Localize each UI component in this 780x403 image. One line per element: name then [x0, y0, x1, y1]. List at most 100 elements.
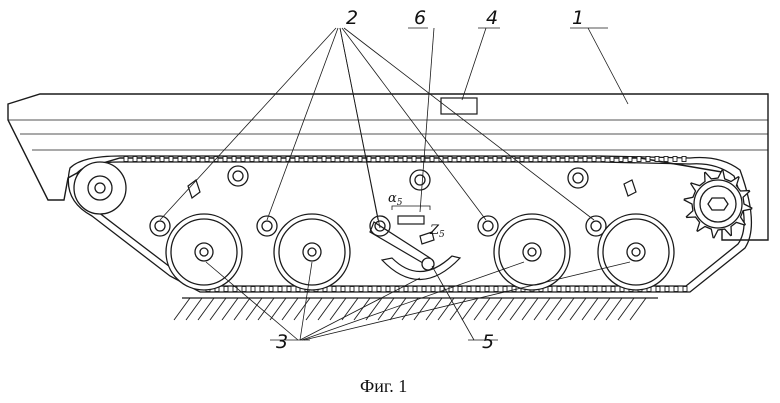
track-link	[385, 157, 389, 162]
hatch-line	[582, 298, 598, 320]
track-link	[592, 157, 596, 162]
track-link	[376, 157, 380, 162]
road-wheel	[166, 214, 242, 290]
alpha-symbol: α5	[388, 191, 403, 208]
track-link	[682, 157, 686, 162]
track-link	[529, 157, 533, 162]
track-link	[566, 287, 570, 292]
bump-stop	[624, 180, 636, 196]
track-link	[458, 287, 462, 292]
track-link	[557, 287, 561, 292]
track-link	[403, 157, 407, 162]
track-link	[349, 157, 353, 162]
track-link	[619, 157, 623, 162]
track-link	[331, 157, 335, 162]
track-link	[512, 287, 516, 292]
hatch-line	[258, 298, 274, 320]
track-link	[178, 157, 182, 162]
hatch-line	[594, 298, 610, 320]
track-link	[484, 157, 488, 162]
return-roller	[228, 166, 248, 186]
track-link	[250, 157, 254, 162]
track-link	[277, 157, 281, 162]
hatch-line	[318, 298, 334, 320]
track-link	[602, 287, 606, 292]
balancer-hub	[478, 216, 498, 236]
track-link	[332, 287, 336, 292]
label-road-wheels: 3	[276, 331, 288, 353]
hatch-line	[222, 298, 238, 320]
return-rollers	[228, 166, 588, 190]
track-link	[295, 157, 299, 162]
lever-body	[398, 216, 424, 224]
label-lever: 6	[414, 7, 426, 29]
hatch-line	[486, 298, 502, 320]
hatch-line	[414, 298, 430, 320]
track-link	[350, 287, 354, 292]
hatch-line	[210, 298, 226, 320]
track-link	[340, 157, 344, 162]
track-link	[260, 287, 264, 292]
crescent-segment	[382, 256, 460, 280]
track-link	[628, 157, 632, 162]
track-link	[503, 287, 507, 292]
track-link	[502, 157, 506, 162]
track-link	[196, 157, 200, 162]
track-link	[448, 157, 452, 162]
hatch-line	[630, 298, 646, 320]
track-link	[575, 287, 579, 292]
return-roller	[410, 170, 430, 190]
hatch-line	[606, 298, 622, 320]
hatch-line	[618, 298, 634, 320]
track-link	[556, 157, 560, 162]
track-link	[548, 287, 552, 292]
track-link	[205, 157, 209, 162]
track-link	[242, 287, 246, 292]
track-link	[674, 287, 678, 292]
hatch-line	[498, 298, 514, 320]
track-link	[341, 287, 345, 292]
hatch-line	[270, 298, 286, 320]
hatch-line	[390, 298, 406, 320]
track-link	[430, 157, 434, 162]
track-link	[601, 157, 605, 162]
track-link	[169, 157, 173, 162]
track-link	[475, 157, 479, 162]
track-link	[611, 287, 615, 292]
track-link	[224, 287, 228, 292]
track-link	[386, 287, 390, 292]
label-sensor-box: 4	[486, 7, 498, 29]
hatch-line	[474, 298, 490, 320]
track-link	[485, 287, 489, 292]
track-link	[404, 287, 408, 292]
hatch-line	[234, 298, 250, 320]
return-roller	[568, 168, 588, 188]
track-link	[251, 287, 255, 292]
track-link	[610, 157, 614, 162]
track-link	[241, 157, 245, 162]
idler-wheel	[74, 162, 126, 214]
hatch-line	[174, 298, 190, 320]
track-link	[187, 157, 191, 162]
track-link	[124, 157, 128, 162]
z-symbol: Z5	[429, 223, 445, 240]
track-link	[665, 287, 669, 292]
track-link	[413, 287, 417, 292]
hatch-line	[198, 298, 214, 320]
hatch-line	[510, 298, 526, 320]
hatch-line	[558, 298, 574, 320]
track-link	[268, 157, 272, 162]
track-link	[574, 157, 578, 162]
track-link	[160, 157, 164, 162]
track-link	[359, 287, 363, 292]
track-link	[133, 157, 137, 162]
label-hull: 1	[572, 7, 584, 29]
hatch-line	[306, 298, 322, 320]
track-link	[646, 157, 650, 162]
track-link	[547, 157, 551, 162]
track-link	[520, 157, 524, 162]
hatch-line	[246, 298, 262, 320]
track-link	[278, 287, 282, 292]
track-link	[377, 287, 381, 292]
